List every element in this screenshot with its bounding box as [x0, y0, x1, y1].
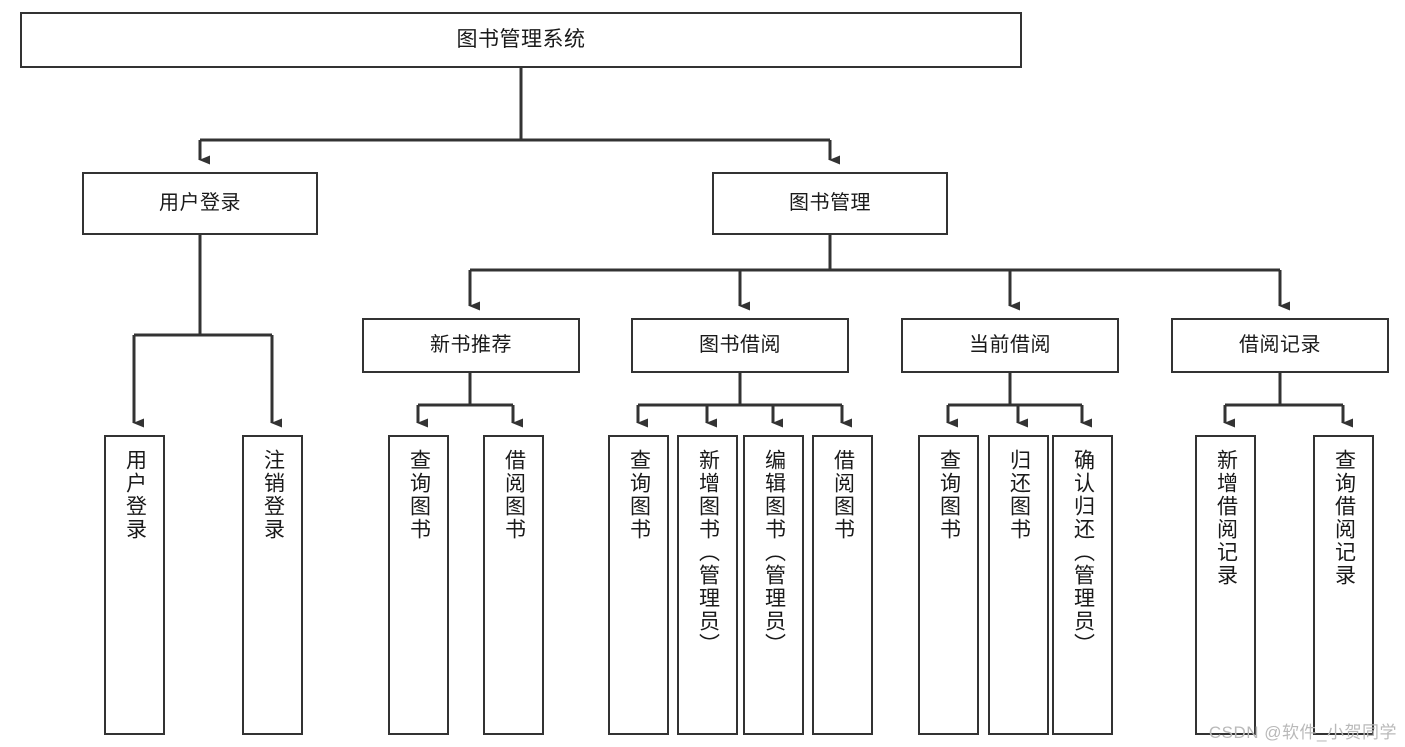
node-book-borrow[interactable]: 图书借阅: [631, 318, 849, 373]
node-book-management[interactable]: 图书管理: [712, 172, 948, 235]
leaf-user-login-login-label: 用户登录: [123, 449, 147, 541]
node-user-login[interactable]: 用户登录: [82, 172, 318, 235]
node-user-login-label: 用户登录: [159, 192, 241, 215]
leaf-borrow-record-query[interactable]: 查询借阅记录: [1313, 435, 1374, 735]
leaf-book-borrow-query-label: 查询图书: [627, 449, 651, 541]
leaf-borrow-record-query-label: 查询借阅记录: [1332, 449, 1356, 587]
leaf-book-borrow-add[interactable]: 新增图书（管理员）: [677, 435, 738, 735]
leaf-new-book-borrow[interactable]: 借阅图书: [483, 435, 544, 735]
leaf-current-borrow-return[interactable]: 归还图书: [988, 435, 1049, 735]
node-new-book-recommend-label: 新书推荐: [430, 334, 512, 357]
leaf-current-borrow-query-label: 查询图书: [937, 449, 961, 541]
node-book-management-label: 图书管理: [789, 192, 871, 215]
node-borrow-record-label: 借阅记录: [1239, 334, 1321, 357]
leaf-new-book-query-label: 查询图书: [407, 449, 431, 541]
node-borrow-record[interactable]: 借阅记录: [1171, 318, 1389, 373]
leaf-book-borrow-query[interactable]: 查询图书: [608, 435, 669, 735]
leaf-book-borrow-borrow-label: 借阅图书: [831, 449, 855, 541]
node-new-book-recommend[interactable]: 新书推荐: [362, 318, 580, 373]
leaf-user-login-logout-label: 注销登录: [261, 449, 285, 541]
leaf-book-borrow-borrow[interactable]: 借阅图书: [812, 435, 873, 735]
leaf-book-borrow-edit-label: 编辑图书（管理员）: [762, 449, 786, 656]
node-current-borrow[interactable]: 当前借阅: [901, 318, 1119, 373]
leaf-book-borrow-edit[interactable]: 编辑图书（管理员）: [743, 435, 804, 735]
node-root-system[interactable]: 图书管理系统: [20, 12, 1022, 68]
leaf-current-borrow-confirm-return-label: 确认归还（管理员）: [1071, 449, 1095, 656]
leaf-new-book-borrow-label: 借阅图书: [502, 449, 526, 541]
leaf-user-login-login[interactable]: 用户登录: [104, 435, 165, 735]
leaf-user-login-logout[interactable]: 注销登录: [242, 435, 303, 735]
leaf-book-borrow-add-label: 新增图书（管理员）: [696, 449, 720, 656]
leaf-current-borrow-confirm-return[interactable]: 确认归还（管理员）: [1052, 435, 1113, 735]
leaf-current-borrow-return-label: 归还图书: [1007, 449, 1031, 541]
leaf-new-book-query[interactable]: 查询图书: [388, 435, 449, 735]
node-root-system-label: 图书管理系统: [456, 28, 586, 52]
leaf-borrow-record-add-label: 新增借阅记录: [1214, 449, 1238, 587]
csdn-watermark: CSDN @软件_小贺同学: [1208, 723, 1397, 742]
leaf-borrow-record-add[interactable]: 新增借阅记录: [1195, 435, 1256, 735]
node-current-borrow-label: 当前借阅: [969, 334, 1051, 357]
leaf-current-borrow-query[interactable]: 查询图书: [918, 435, 979, 735]
node-book-borrow-label: 图书借阅: [699, 334, 781, 357]
